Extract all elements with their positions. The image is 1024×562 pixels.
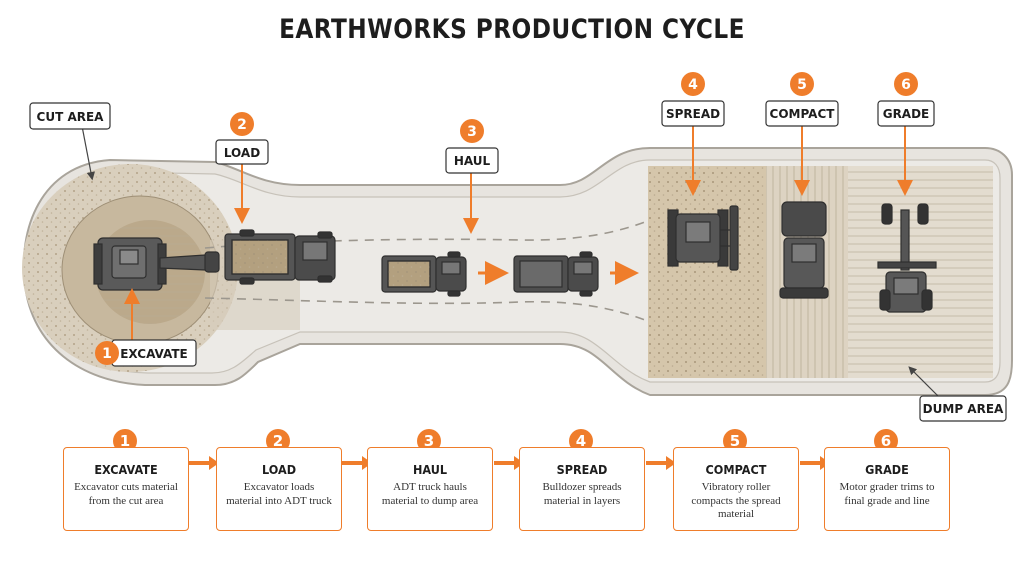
flow-arrow-icon <box>800 456 830 470</box>
marker-4: 4 <box>688 77 698 93</box>
bulldozer <box>667 205 739 271</box>
haul-truck-empty <box>513 251 599 297</box>
step-description: Vibratory roller compacts the spread mat… <box>691 481 781 520</box>
marker-1: 1 <box>102 346 112 362</box>
marker-6: 6 <box>901 77 911 93</box>
motor-grader <box>877 203 937 313</box>
step-card-spread: SPREAD Bulldozer spreads material in lay… <box>519 447 645 531</box>
step-description: ADT truck hauls material to dump area <box>381 481 479 507</box>
step-description: Motor grader trims to final grade and li… <box>839 481 935 507</box>
marker-2: 2 <box>237 117 247 133</box>
vibratory-roller <box>779 201 829 299</box>
label-load: LOAD <box>224 146 260 160</box>
step-card-grade: GRADE Motor grader trims to final grade … <box>824 447 950 531</box>
flow-arrow-icon <box>646 456 676 470</box>
marker-3: 3 <box>467 124 477 140</box>
step-card-haul: HAUL ADT truck hauls material to dump ar… <box>367 447 493 531</box>
label-dump-area: DUMP AREA <box>923 402 1004 416</box>
excavator <box>93 237 220 291</box>
haul-truck-loaded <box>381 251 467 297</box>
load-truck <box>224 229 336 285</box>
flow-arrow-icon <box>189 456 219 470</box>
step-description: Excavator cuts material from the cut are… <box>74 481 178 507</box>
step-description: Bulldozer spreads material in layers <box>542 481 622 507</box>
flow-arrow-icon <box>494 456 524 470</box>
label-spread: SPREAD <box>666 107 720 121</box>
step-title: EXCAVATE <box>94 462 158 477</box>
page-title: EARTHWORKS PRODUCTION CYCLE <box>279 14 745 45</box>
flow-arrow-icon <box>342 456 372 470</box>
label-haul: HAUL <box>454 154 491 168</box>
step-title: SPREAD <box>556 462 608 477</box>
step-title: COMPACT <box>705 462 767 477</box>
step-title: LOAD <box>261 462 297 477</box>
step-card-compact: COMPACT Vibratory roller compacts the sp… <box>673 447 799 531</box>
label-compact: COMPACT <box>770 107 836 121</box>
step-title: HAUL <box>412 462 448 477</box>
step-title: GRADE <box>865 462 909 477</box>
step-card-excavate: EXCAVATE Excavator cuts material from th… <box>63 447 189 531</box>
label-cut-area: CUT AREA <box>37 110 105 124</box>
step-description: Excavator loads material into ADT truck <box>226 481 332 507</box>
step-card-load: LOAD Excavator loads material into ADT t… <box>216 447 342 531</box>
label-grade: GRADE <box>883 107 930 121</box>
label-excavate: EXCAVATE <box>120 347 188 361</box>
marker-5: 5 <box>797 77 807 93</box>
